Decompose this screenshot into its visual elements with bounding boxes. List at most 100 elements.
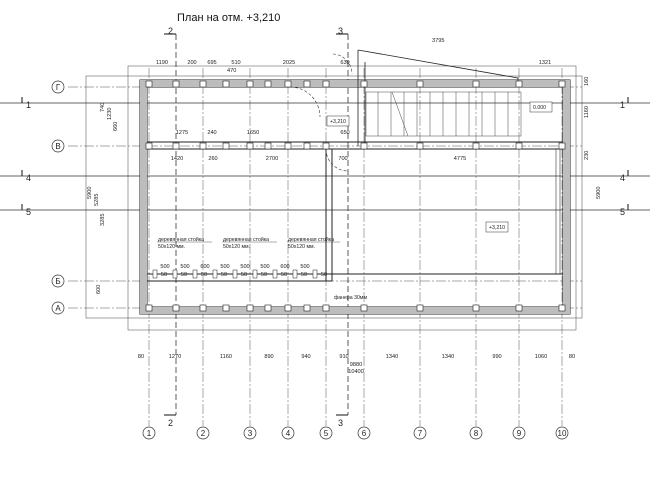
cut-label-2-bottom: 2 xyxy=(168,418,173,428)
column-top xyxy=(515,80,523,88)
level-mark-1: +3,210 xyxy=(330,119,346,125)
bottom-dim-7: 1340 xyxy=(442,354,454,360)
post-dim-bottom-2: 50 xyxy=(201,272,207,278)
wooden-post xyxy=(292,269,298,279)
cut-label-2-top: 2 xyxy=(168,26,173,36)
column-mid xyxy=(360,142,368,150)
post-label-3-line1: деревянная стойка xyxy=(288,236,334,243)
column-mid xyxy=(284,142,292,150)
bottom-dim-4: 940 xyxy=(301,354,310,360)
column-bottom xyxy=(264,304,272,312)
axis-label-6: 6 xyxy=(362,429,367,438)
right-dim-2: 230 xyxy=(584,151,590,160)
internal-walls xyxy=(147,141,563,282)
inner-dim-a-0: 1275 xyxy=(176,130,188,136)
axis-bubble-3 xyxy=(243,426,257,440)
left-dim-1: 660 xyxy=(113,122,119,131)
axis-label-5: 5 xyxy=(324,429,329,438)
axis-label-8: 8 xyxy=(474,429,479,438)
column-bottom xyxy=(199,304,207,312)
column-bottom xyxy=(303,304,311,312)
total-dim-0: 9880 xyxy=(350,362,362,368)
axis-label-А: А xyxy=(55,304,61,313)
column-mid xyxy=(515,142,523,150)
bottom-dim-10: 80 xyxy=(569,354,575,360)
column-top xyxy=(246,80,254,88)
post-dim-bottom-3: 50 xyxy=(221,272,227,278)
axis-label-2: 2 xyxy=(201,429,206,438)
bottom-dim-8: 990 xyxy=(492,354,501,360)
axis-bubble-Б xyxy=(51,274,65,288)
cut-label-3-top: 3 xyxy=(338,26,343,36)
post-dim-top-5: 500 xyxy=(260,264,269,270)
inner-dim-b-4: 4775 xyxy=(454,156,466,162)
axis-bubble-А xyxy=(51,301,65,315)
column-bottom xyxy=(360,304,368,312)
column-top xyxy=(172,80,180,88)
left-dim-5: 3285 xyxy=(100,214,106,226)
axis-label-В: В xyxy=(55,142,60,151)
post-dim-bottom-0: 50 xyxy=(161,272,167,278)
cut-label-5-right: 5 xyxy=(620,207,625,217)
column-bottom xyxy=(472,304,480,312)
column-bottom xyxy=(322,304,330,312)
door-swings xyxy=(289,53,353,172)
level-mark-3: +3,210 xyxy=(489,225,505,231)
top-dim-3: 510 xyxy=(231,60,240,66)
wooden-post xyxy=(152,269,158,279)
column-mid xyxy=(145,142,153,150)
top-dim-6: 1321 xyxy=(539,60,551,66)
axis-label-1: 1 xyxy=(147,429,152,438)
wooden-post xyxy=(192,269,198,279)
column-mid xyxy=(472,142,480,150)
column-mid xyxy=(199,142,207,150)
bottom-dim-2: 1160 xyxy=(220,354,232,360)
column-top xyxy=(558,80,566,88)
wooden-post xyxy=(232,269,238,279)
post-label-1-line2: 50x120 мм. xyxy=(158,244,185,250)
column-top xyxy=(303,80,311,88)
axis-bubble-8 xyxy=(469,426,483,440)
top-dim-2: 695 xyxy=(207,60,216,66)
column-mid xyxy=(264,142,272,150)
post-dim-bottom-5: 50 xyxy=(261,272,267,278)
section-markers xyxy=(21,33,629,416)
column-top xyxy=(284,80,292,88)
cut-label-4-right: 4 xyxy=(620,173,625,183)
post-dim-bottom-8: 50 xyxy=(321,272,327,278)
top-dim-5: 630 xyxy=(340,60,349,66)
column-top xyxy=(264,80,272,88)
cut-label-4-left: 4 xyxy=(26,173,31,183)
post-dim-bottom-6: 50 xyxy=(281,272,287,278)
bottom-dim-6: 1340 xyxy=(386,354,398,360)
axis-label-3: 3 xyxy=(248,429,253,438)
column-top xyxy=(416,80,424,88)
column-bottom xyxy=(416,304,424,312)
inner-dim-a-1: 240 xyxy=(207,130,216,136)
bottom-dim-3: 890 xyxy=(264,354,273,360)
railing-chain xyxy=(555,149,561,274)
column-mid xyxy=(246,142,254,150)
left-dim-4: 5285 xyxy=(94,194,100,206)
level-mark-2: 0.000 xyxy=(533,105,546,111)
axis-bubble-9 xyxy=(512,426,526,440)
section-lines xyxy=(0,34,650,415)
inner-dim-b-2: 2700 xyxy=(266,156,278,162)
post-dim-top-4: 500 xyxy=(240,264,249,270)
inner-dim-b-3: 700 xyxy=(338,156,347,162)
dim-470: 470 xyxy=(227,68,236,74)
column-bottom xyxy=(558,304,566,312)
axis-bubble-4 xyxy=(281,426,295,440)
inner-dim-a-2: 1650 xyxy=(247,130,259,136)
column-bottom xyxy=(172,304,180,312)
left-dim-2: 1230 xyxy=(107,108,113,120)
column-top xyxy=(222,80,230,88)
post-label-2-line1: деревянная стойка xyxy=(223,236,269,243)
column-mid xyxy=(558,142,566,150)
dim-3795: 3795 xyxy=(432,38,444,44)
axis-label-4: 4 xyxy=(286,429,291,438)
post-dim-top-0: 500 xyxy=(160,264,169,270)
axis-label-7: 7 xyxy=(418,429,423,438)
post-label-3-line2: 50x120 мм. xyxy=(288,244,315,250)
